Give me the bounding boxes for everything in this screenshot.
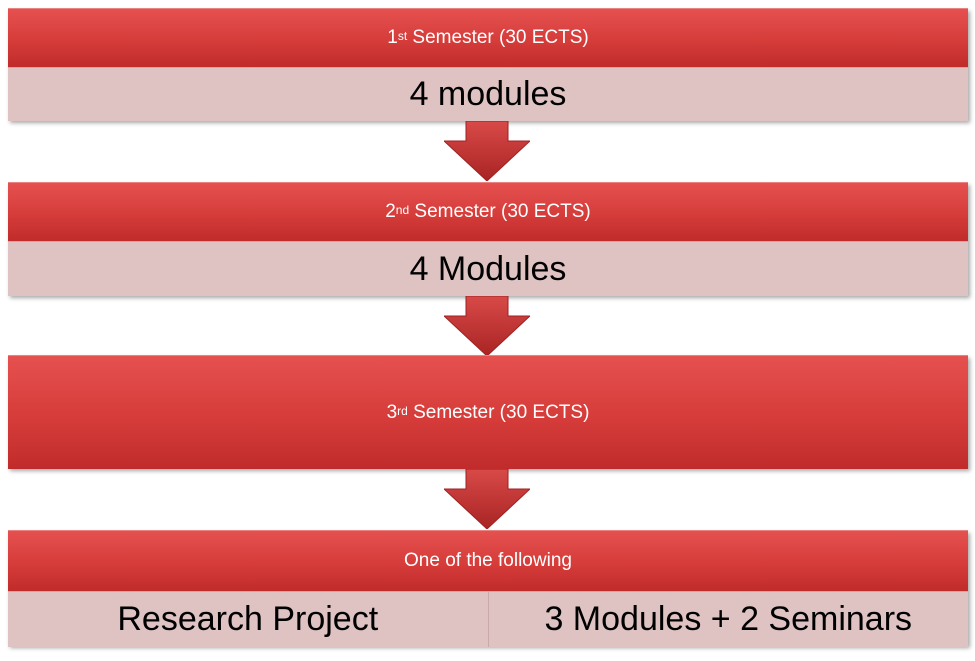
options-row: Research Project 3 Modules + 2 Seminars: [8, 591, 968, 647]
semester-1-number: 1: [387, 27, 398, 48]
semester-2-title: Semester (30 ECTS): [409, 201, 591, 222]
semester-2-ordinal: nd: [395, 203, 410, 217]
option-modules-seminars: 3 Modules + 2 Seminars: [487, 592, 968, 647]
options-title: One of the following: [404, 550, 572, 571]
options-header: One of the following: [8, 530, 968, 591]
semester-1-content: 4 modules: [8, 67, 968, 121]
semester-3-ordinal: rd: [397, 403, 408, 418]
semester-2-content: 4 Modules: [8, 241, 968, 296]
semester-3-number: 3: [386, 401, 398, 423]
semester-3-title: Semester (30 ECTS): [407, 401, 590, 423]
flow-arrow-3: [444, 469, 530, 529]
semester-1-title: Semester (30 ECTS): [407, 27, 589, 48]
options-block: One of the following Research Project 3 …: [8, 530, 968, 647]
flow-arrow-2: [444, 296, 530, 356]
flow-arrow-1: [444, 121, 530, 181]
option-research-project: Research Project: [8, 592, 488, 647]
semester-2-number: 2: [385, 201, 396, 222]
semester-1-ordinal: st: [397, 29, 408, 43]
